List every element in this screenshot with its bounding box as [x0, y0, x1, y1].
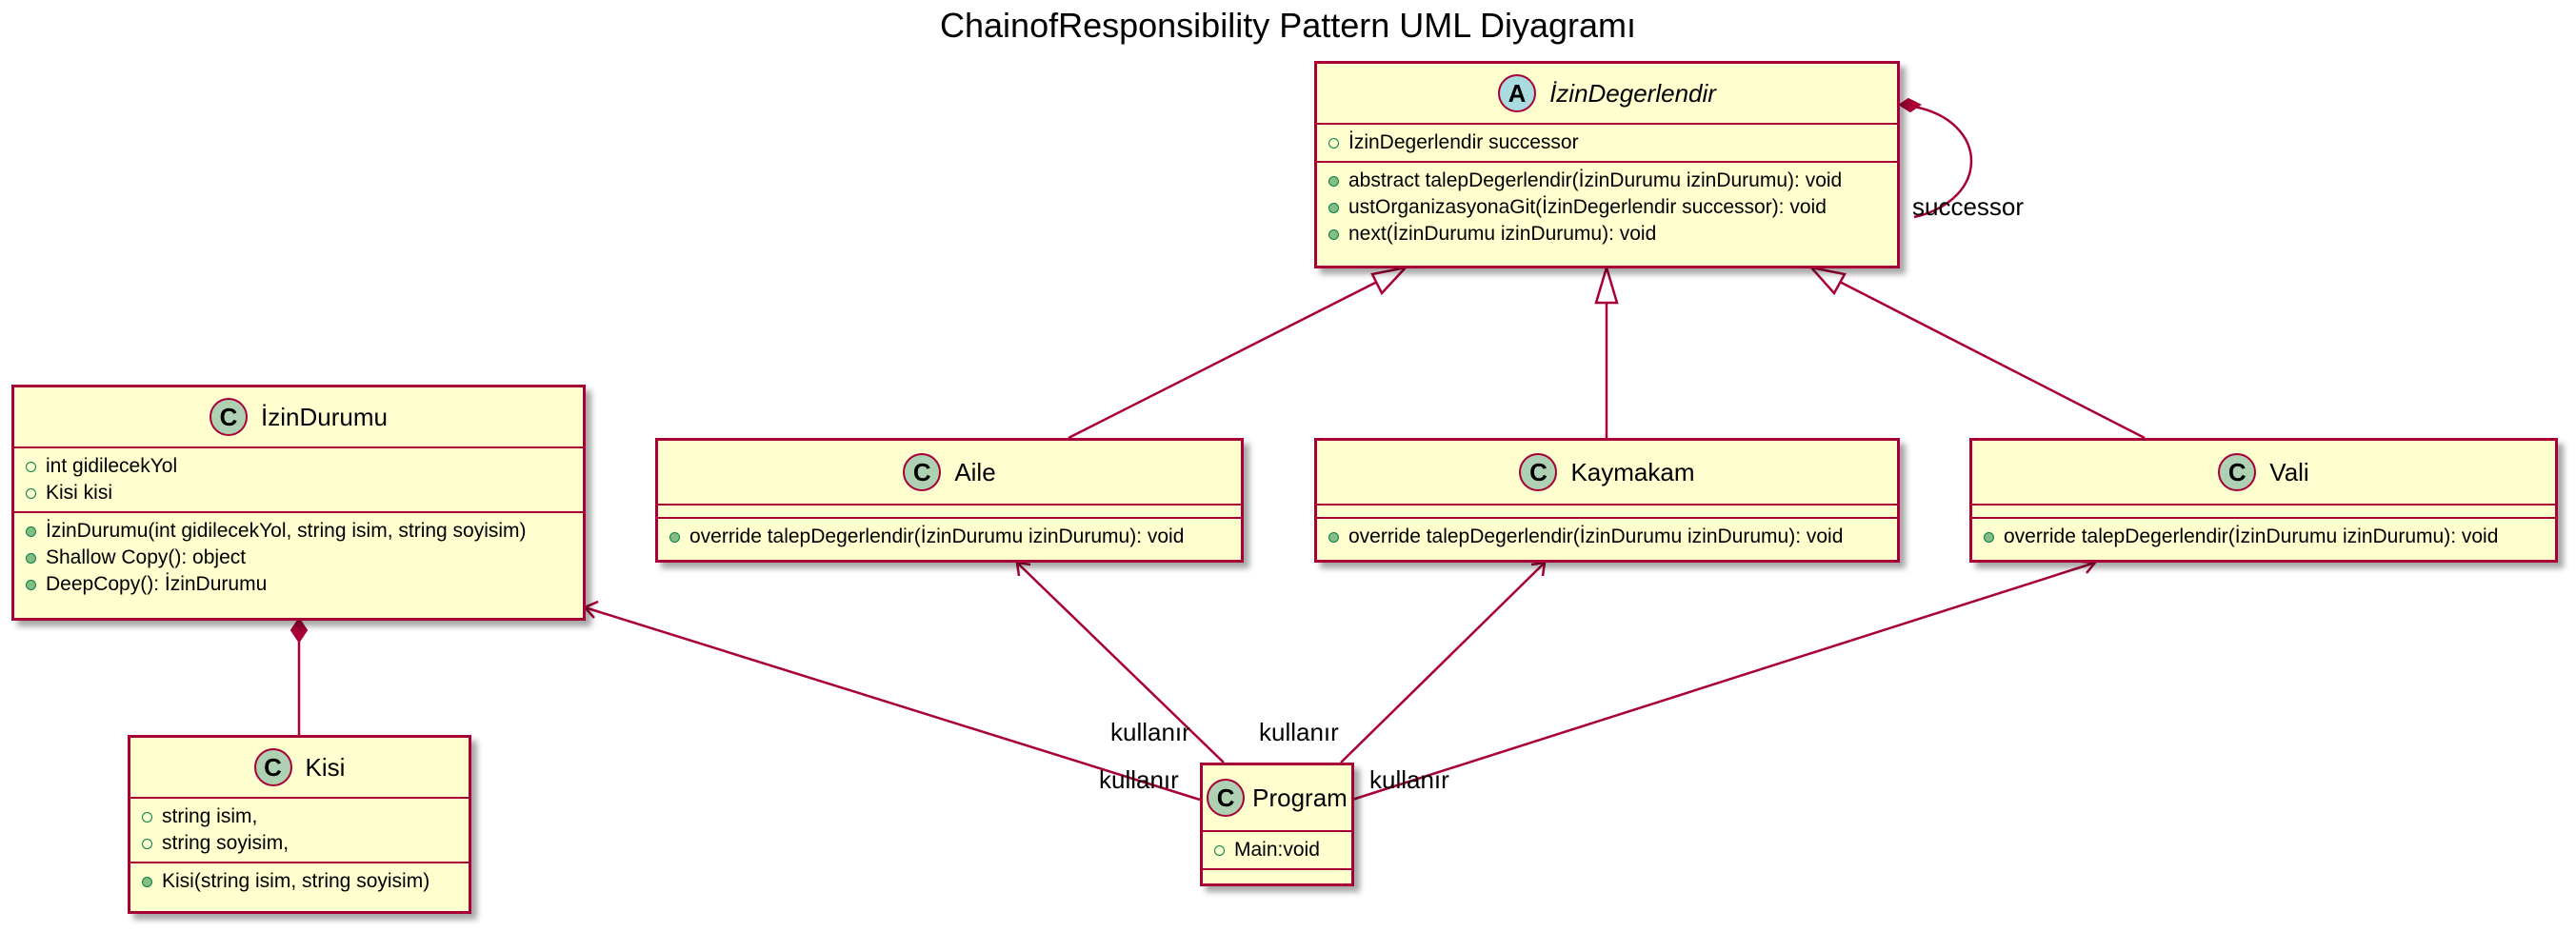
edge-label-uses-kaymakam: kullanır	[1259, 718, 1339, 746]
public-method-icon	[1328, 531, 1339, 543]
fields-section	[1972, 506, 2555, 519]
public-method-icon	[26, 525, 36, 537]
edge-label-uses-izindurumu: kullanır	[1099, 765, 1179, 794]
method-row: ustOrganizasyonaGit(İzinDegerlendir succ…	[1317, 194, 1897, 221]
methods-section: override talepDegerlendir(İzinDurumu izi…	[658, 519, 1241, 555]
methods-section: Kisi(string isim, string soyisim)	[130, 863, 469, 900]
class-name: Vali	[2269, 457, 2309, 486]
class-name: Kisi	[305, 752, 346, 782]
methods-section: override talepDegerlendir(İzinDurumu izi…	[1317, 519, 1897, 555]
methods-section: İzinDurumu(int gidilecekYol, string isim…	[14, 513, 583, 603]
public-field-icon	[1328, 137, 1339, 149]
edge-label-uses-aile: kullanır	[1110, 718, 1190, 746]
generalization-arrowhead-vali	[1807, 266, 1847, 296]
arrowhead-kaymakam	[1530, 561, 1547, 577]
class-izindurumu[interactable]: C İzinDurumu int gidilecekYol Kisi kisi …	[11, 385, 586, 621]
fields-section: Main:void	[1203, 832, 1351, 870]
field-row: string isim,	[130, 803, 469, 830]
public-method-icon	[669, 531, 680, 543]
method-row: Kisi(string isim, string soyisim)	[130, 868, 469, 895]
edge-program-izindurumu	[584, 605, 1201, 802]
class-badge: C	[1519, 453, 1558, 491]
public-field-icon	[26, 461, 36, 472]
field-row: string soyisim,	[130, 830, 469, 857]
method-row: override talepDegerlendir(İzinDurumu izi…	[1317, 524, 1897, 550]
composition-diamond-successor	[1898, 97, 1922, 113]
field-row: İzinDegerlendir successor	[1317, 129, 1897, 156]
class-name: Kaymakam	[1570, 457, 1695, 486]
public-field-icon	[142, 838, 152, 849]
method-row: abstract talepDegerlendir(İzinDurumu izi…	[1317, 168, 1897, 194]
field-row: Kisi kisi	[14, 480, 583, 506]
abstract-class-badge: A	[1498, 74, 1537, 112]
public-field-icon	[26, 487, 36, 499]
diagram-title: ChainofResponsibility Pattern UML Diyagr…	[940, 6, 1636, 45]
class-kisi[interactable]: C Kisi string isim, string soyisim, Kisi…	[128, 735, 471, 914]
arrowhead-aile	[1015, 561, 1031, 577]
public-method-icon	[1328, 228, 1339, 240]
method-row: override talepDegerlendir(İzinDurumu izi…	[1972, 524, 2555, 550]
public-method-icon	[26, 552, 36, 564]
fields-section	[658, 506, 1241, 519]
public-field-icon	[142, 811, 152, 823]
field-row: Main:void	[1203, 837, 1351, 863]
class-vali[interactable]: C Vali override talepDegerlendir(İzinDur…	[1969, 438, 2558, 563]
composition-diamond-kisi	[290, 617, 309, 644]
edge-aile-extends	[1068, 278, 1382, 440]
class-name: İzinDurumu	[261, 402, 388, 431]
methods-section: override talepDegerlendir(İzinDurumu izi…	[1972, 519, 2555, 555]
generalization-arrowhead-kaymakam	[1594, 263, 1619, 305]
class-kaymakam[interactable]: C Kaymakam override talepDegerlendir(İzi…	[1314, 438, 1900, 563]
edge-program-aile	[1016, 562, 1225, 763]
edge-vali-extends	[1835, 278, 2146, 440]
class-badge: C	[2218, 453, 2257, 491]
fields-section: string isim, string soyisim,	[130, 799, 469, 863]
class-badge: C	[210, 398, 249, 436]
generalization-arrowhead-aile	[1370, 266, 1409, 296]
edge-program-vali	[1351, 561, 2096, 802]
fields-section	[1317, 506, 1897, 519]
public-method-icon	[1328, 202, 1339, 213]
edge-program-kaymakam	[1340, 562, 1546, 763]
public-method-icon	[26, 579, 36, 590]
method-row: DeepCopy(): İzinDurumu	[14, 571, 583, 598]
class-name: Aile	[954, 457, 996, 486]
public-method-icon	[1328, 175, 1339, 187]
methods-section	[1203, 870, 1351, 882]
class-badge: C	[253, 748, 292, 786]
field-row: int gidilecekYol	[14, 453, 583, 480]
class-badge: C	[903, 453, 942, 491]
method-row: İzinDurumu(int gidilecekYol, string isim…	[14, 518, 583, 545]
class-badge: C	[1207, 779, 1246, 817]
method-row: Shallow Copy(): object	[14, 545, 583, 571]
methods-section: abstract talepDegerlendir(İzinDurumu izi…	[1317, 163, 1897, 252]
public-method-icon	[1984, 531, 1994, 543]
class-aile[interactable]: C Aile override talepDegerlendir(İzinDur…	[655, 438, 1244, 563]
method-row: next(İzinDurumu izinDurumu): void	[1317, 221, 1897, 248]
class-name: Program	[1252, 783, 1348, 812]
public-field-icon	[1214, 844, 1225, 856]
edge-successor-self	[1913, 105, 1973, 219]
fields-section: int gidilecekYol Kisi kisi	[14, 448, 583, 513]
method-row: override talepDegerlendir(İzinDurumu izi…	[658, 524, 1241, 550]
class-izindegerlendir[interactable]: A İzinDegerlendir İzinDegerlendir succes…	[1314, 61, 1900, 268]
class-name: İzinDegerlendir	[1549, 78, 1716, 108]
class-program[interactable]: C Program Main:void	[1200, 763, 1354, 886]
fields-section: İzinDegerlendir successor	[1317, 125, 1897, 163]
public-method-icon	[142, 876, 152, 887]
edge-label-uses-vali: kullanır	[1369, 765, 1449, 794]
edge-label-successor: successor	[1912, 192, 2025, 221]
